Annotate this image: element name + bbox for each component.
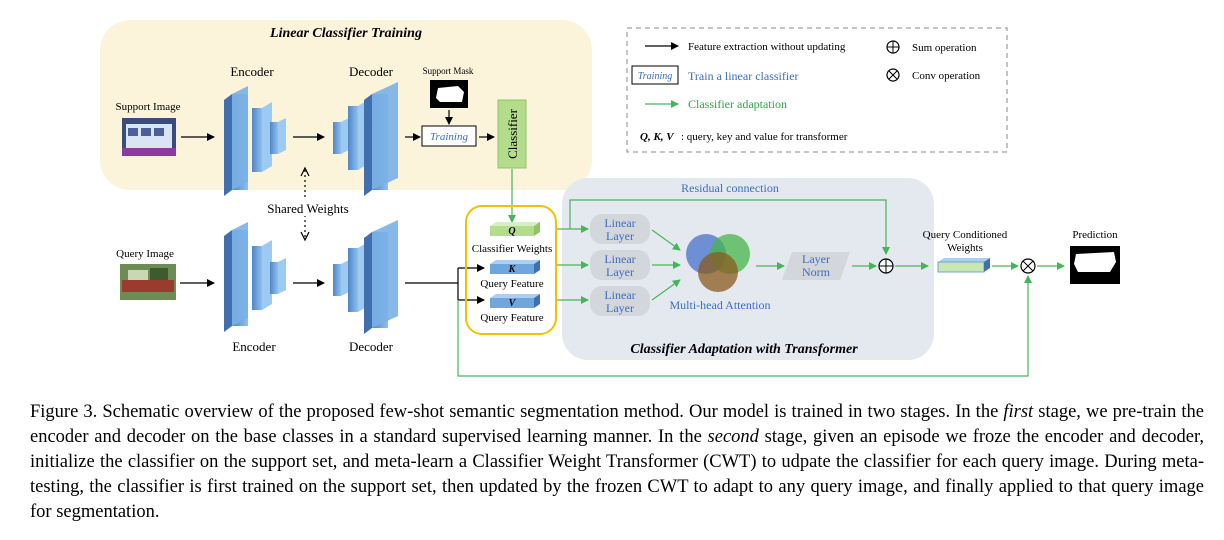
legend-feature-extraction: Feature extraction without updating — [688, 41, 846, 53]
multihead-attention-icon — [686, 234, 750, 292]
classifier-weights-label: Classifier Weights — [472, 243, 553, 255]
qcw-label-b: Weights — [947, 242, 983, 254]
k-block — [490, 260, 540, 274]
legend-sum-op: Sum operation — [912, 42, 977, 54]
q-label: Q — [508, 226, 515, 237]
caption-second: second — [707, 427, 759, 447]
residual-label: Residual connection — [681, 181, 779, 195]
feature-bypass-line — [457, 275, 1032, 377]
support-mask-label: Support Mask — [423, 66, 474, 76]
classifier-label: Classifier — [505, 108, 520, 158]
support-image — [122, 118, 176, 156]
residual-line — [569, 199, 890, 255]
figure-caption: Figure 3. Schematic overview of the prop… — [30, 400, 1204, 525]
legend-box — [626, 27, 1008, 153]
decoder-2 — [333, 220, 398, 334]
stage2-panel — [562, 178, 934, 360]
layer-norm-a: Layer — [802, 252, 830, 266]
training-box-label: Training — [430, 131, 468, 143]
classifier-box — [497, 99, 527, 169]
decoder-2-label: Decoder — [349, 339, 394, 354]
linear-layer-2-b: Layer — [606, 265, 634, 279]
linear-layer-2 — [590, 250, 650, 280]
conv-op-icon — [886, 68, 900, 82]
legend-qkv-text: : query, key and value for transformer — [681, 131, 848, 143]
training-box — [421, 125, 477, 147]
multihead-label: Multi-head Attention — [670, 298, 771, 312]
conv-icon — [1020, 258, 1036, 274]
caption-part-1: Figure 3. Schematic overview of the prop… — [30, 402, 1004, 422]
linear-layer-1 — [590, 214, 650, 244]
encoder-1-label: Encoder — [230, 64, 274, 79]
arrow-l3-mha — [651, 279, 681, 301]
legend-classifier-adapt: Classifier adaptation — [688, 97, 787, 111]
stage1-title: Linear Classifier Training — [269, 26, 422, 41]
caption-part-3: stage, given an episode we froze the enc… — [30, 427, 1204, 522]
legend-conv-op: Conv operation — [912, 70, 981, 82]
caption-first: first — [1003, 402, 1034, 422]
qkv-highlight — [465, 205, 557, 335]
shared-weights-bg — [262, 200, 358, 216]
shared-weights-label: Shared Weights — [267, 201, 348, 216]
k-label: K — [508, 264, 517, 275]
linear-layer-3 — [590, 286, 650, 316]
linear-layer-3-a: Linear — [604, 288, 635, 302]
layer-norm-box — [782, 252, 850, 280]
caption-part-2: stage, we pre-train the encoder and deco… — [30, 402, 1205, 447]
linear-layer-1-a: Linear — [604, 216, 635, 230]
legend-training-label: Training — [638, 71, 672, 82]
decoder-1 — [333, 82, 398, 196]
query-image-label: Query Image — [116, 248, 174, 260]
encoder-1 — [224, 86, 286, 196]
v-label: V — [509, 298, 517, 309]
encoder-2 — [224, 222, 286, 332]
linear-layer-2-a: Linear — [604, 252, 635, 266]
query-image — [120, 264, 176, 300]
legend-training-box — [631, 65, 679, 85]
support-mask — [430, 80, 468, 108]
query-feature-2-label: Query Feature — [480, 312, 543, 324]
figure-diagram: Linear Classifier Training Classifier Ad… — [100, 20, 1120, 377]
linear-layer-1-b: Layer — [606, 229, 634, 243]
sum-icon — [878, 258, 894, 274]
layer-norm-b: Norm — [802, 265, 831, 279]
prediction-label: Prediction — [1072, 229, 1118, 241]
stage1-panel — [100, 20, 592, 190]
qcw-label-a: Query Conditioned — [923, 229, 1008, 241]
shared-weights-up-arrow — [300, 166, 310, 177]
legend-train-linear: Train a linear classifier — [688, 69, 799, 83]
q-block — [490, 222, 540, 236]
legend-qkv-prefix: Q, K, V — [640, 131, 675, 143]
sum-op-icon — [886, 40, 900, 54]
query-conditioned-weights-block — [937, 258, 990, 273]
linear-layer-3-b: Layer — [606, 301, 634, 315]
decoder-1-label: Decoder — [349, 64, 394, 79]
shared-weights-down-arrow — [300, 231, 310, 242]
prediction-mask — [1070, 246, 1120, 284]
stage2-title: Classifier Adaptation with Transformer — [630, 342, 858, 357]
arrow-l1-mha — [651, 229, 681, 251]
encoder-2-label: Encoder — [232, 339, 276, 354]
query-feature-1-label: Query Feature — [480, 278, 543, 290]
v-block — [490, 294, 540, 308]
support-image-label: Support Image — [115, 101, 180, 113]
